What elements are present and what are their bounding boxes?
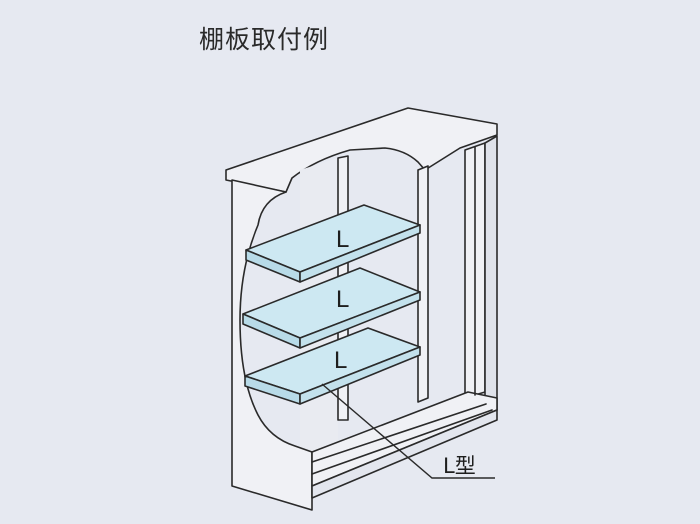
callout-leader-line: [321, 383, 495, 479]
cabinet-base-rail: [311, 403, 493, 475]
right-front-post-inner: [417, 165, 429, 403]
shelf-edge-1: [299, 224, 421, 283]
shelf-edge-2: [299, 291, 421, 349]
shelf-label-3: L: [334, 347, 347, 374]
page-title: 棚板取付例: [199, 25, 330, 54]
shelf-edge-3: [299, 346, 421, 405]
cabinet-top-panel: [225, 107, 498, 193]
shelf-label-2: L: [336, 286, 349, 313]
cabinet-left-panel: [231, 179, 313, 511]
right-side-panel-edge: [484, 135, 498, 415]
shelves: [242, 204, 421, 405]
callout-label: L型: [443, 454, 476, 478]
shelf-label-1: L: [336, 226, 349, 253]
